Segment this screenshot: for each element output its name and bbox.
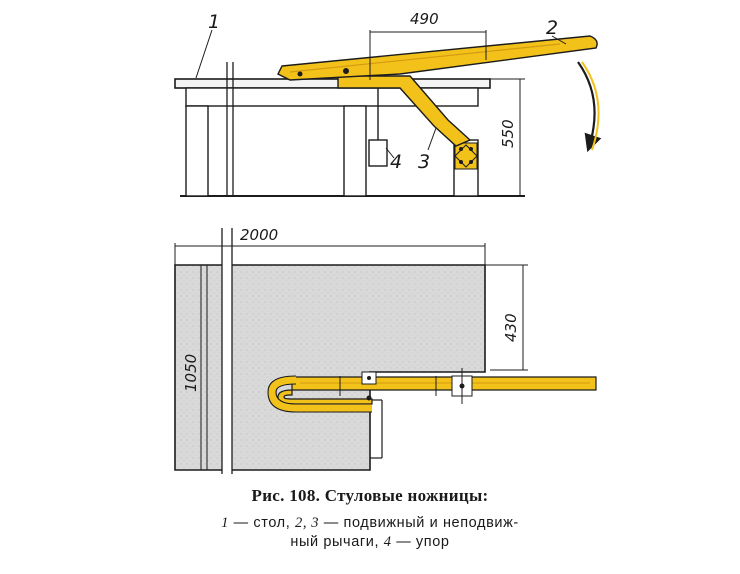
label-part-table: 1 — [208, 11, 220, 33]
legend-text: ный рычаги, — [290, 534, 384, 550]
stop-block — [368, 139, 388, 167]
dim-lever-reach: 490 — [410, 10, 439, 28]
caption-legend-line-1: 1 — стол, 2, 3 — подвижный и неподвиж- — [0, 514, 740, 533]
dim-table-length: 2000 — [240, 226, 278, 244]
label-part-movable-lever: 2 — [546, 17, 558, 39]
dim-table-height: 550 — [499, 119, 517, 148]
movable-lever — [277, 35, 598, 81]
rotation-arrow — [577, 61, 602, 153]
shears-drawing: 490 550 1 2 3 4 — [174, 10, 602, 474]
caption-title: Рис. 108. Стуловые ножницы: — [251, 486, 489, 505]
caption-legend-line-2: ный рычаги, 4 — упор — [0, 533, 740, 552]
dim-edge-offset: 430 — [502, 313, 520, 342]
side-view: 490 550 1 2 3 4 — [174, 10, 602, 197]
legend-text: — стол, — [229, 515, 295, 531]
figure-caption: Рис. 108. Стуловые ножницы: 1 — стол, 2,… — [0, 486, 740, 552]
legend-num: 2, 3 — [294, 515, 320, 531]
legend-num: 1 — [221, 515, 230, 531]
dim-table-width: 1050 — [182, 354, 200, 392]
legend-text: — подвижный и неподвиж- — [319, 515, 519, 531]
lever-plan — [277, 376, 597, 405]
table-leg-right — [343, 105, 367, 197]
table-leg-left — [185, 105, 209, 197]
table-top — [174, 78, 491, 89]
legend-text: — упор — [391, 534, 450, 550]
legend-num: 4 — [383, 534, 392, 550]
label-part-stop: 4 — [390, 151, 402, 173]
fixed-lever — [337, 75, 472, 147]
plan-view: 2000 1050 430 — [174, 226, 597, 474]
label-part-fixed-lever: 3 — [418, 151, 430, 173]
